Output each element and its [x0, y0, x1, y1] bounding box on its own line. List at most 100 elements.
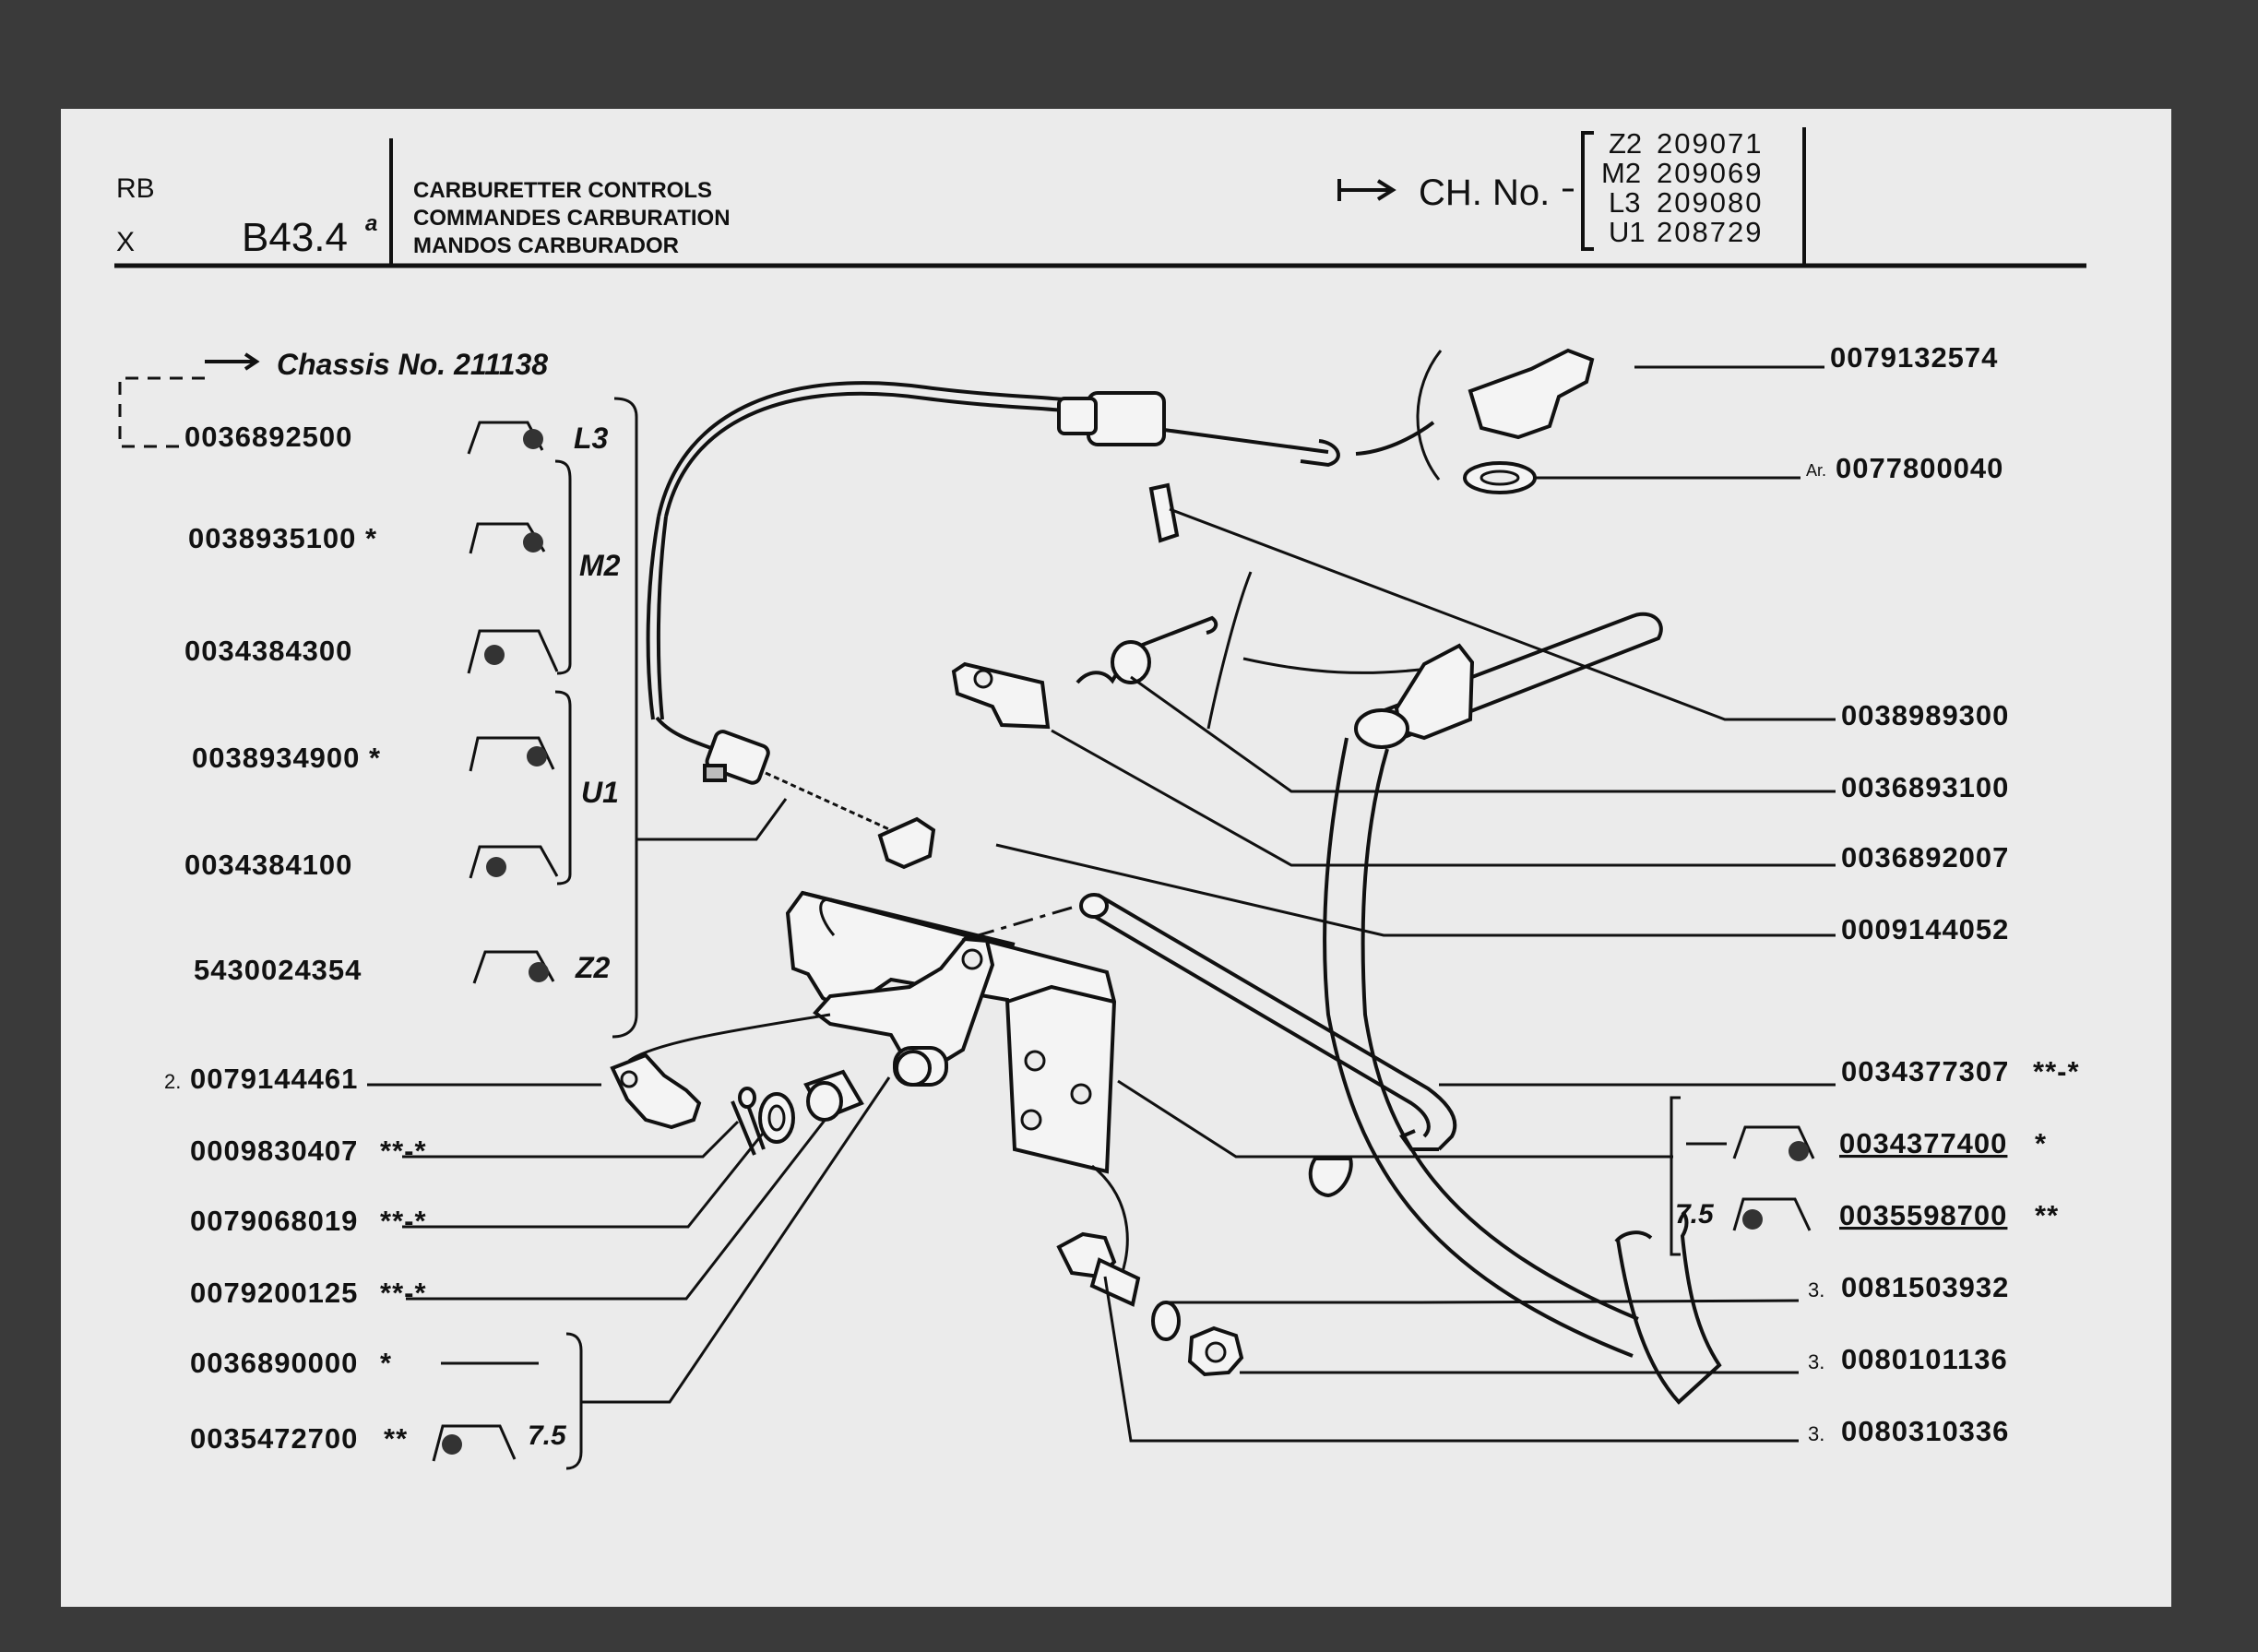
part-number: 0034384300 [184, 635, 352, 667]
chassis-note: Chassis No. 211138 [118, 348, 548, 448]
left-group: 0036892500 0038935100 * 0034384300 00389… [184, 397, 788, 1039]
chassis-model-z2: Z2 [1609, 127, 1642, 160]
part-number: 0038934900 * [192, 742, 381, 774]
catalog-page [61, 109, 2171, 1607]
part-number: 0079068019 [190, 1205, 358, 1237]
spring-bracket [951, 661, 1051, 730]
pedal-pad [1616, 1210, 1722, 1405]
part-suffix: **-* [380, 1205, 427, 1237]
chassis-number-z2: 209071 [1657, 127, 1763, 160]
arrow-icon [1337, 179, 1396, 201]
part-number: 0009830407 [190, 1135, 358, 1167]
page-suffix: a [365, 211, 377, 236]
chassis-number-m2: 209069 [1657, 157, 1763, 189]
throttle-cable-sheath [657, 381, 1091, 517]
cable-end-symbol [467, 421, 544, 455]
cable-adjuster [1087, 391, 1166, 446]
bolt-shank [1089, 1257, 1141, 1307]
cable-end-symbol [469, 522, 546, 554]
chassis-number-l3: 209080 [1657, 186, 1763, 219]
part-number: 0038989300 [1841, 699, 2009, 731]
part-number: 0036892007 [1841, 841, 2009, 874]
cable-end-symbol [467, 629, 559, 674]
cable-end-fitting [1468, 348, 1595, 440]
part-suffix: **-* [2033, 1055, 2080, 1087]
spring-washer [1151, 1301, 1181, 1341]
inner-cable [1163, 428, 1329, 454]
part-prefix: 3. [1808, 1278, 1824, 1301]
chassis-model-u1: U1 [1609, 216, 1646, 248]
header: RB X B43.4 a CARBURETTER CONTROLS COMMAN… [114, 127, 2086, 268]
chassis-number-u1: 208729 [1657, 216, 1763, 248]
plate-clip [1148, 482, 1180, 543]
part-prefix: 3. [1808, 1422, 1824, 1445]
part-prefix: 3. [1808, 1350, 1824, 1373]
bracket-right [1670, 1096, 1681, 1256]
part-number: 0035598700 [1839, 1199, 2007, 1231]
part-suffix: **-* [380, 1277, 427, 1309]
dashed-connector [118, 376, 205, 448]
cable-end-symbol [432, 1424, 517, 1462]
value-label: 7.5 [528, 1420, 567, 1451]
page-code: B43.4 [242, 215, 348, 260]
chassis-note-text: Chassis No. 211138 [277, 348, 548, 381]
ch-label: CH. No. [1419, 172, 1550, 213]
part-number: 0080101136 [1841, 1343, 2008, 1375]
chassis-list: Z2 209071 M2 209069 L3 209080 U1 208729 [1601, 127, 1763, 248]
bracket-m2 [554, 459, 572, 675]
cable-end-symbol [1732, 1125, 1815, 1161]
right-parts: 0079132574 Ar. 0077800040 0038989300 003… [995, 341, 2080, 1447]
part-number: 0079200125 [190, 1277, 358, 1309]
title-fr: COMMANDES CARBURATION [413, 206, 731, 231]
part-number: 0034384100 [184, 849, 352, 881]
left-parts: 2. 0079144461 0009830407 **-* 0079068019… [164, 1063, 891, 1470]
title-en: CARBURETTER CONTROLS [413, 178, 712, 203]
title-es: MANDOS CARBURADOR [413, 233, 679, 258]
part-number: 0079132574 [1830, 341, 1998, 374]
pedal-rod [1364, 612, 1663, 740]
part-number: 5430024354 [194, 954, 362, 986]
lever-end [610, 1052, 702, 1130]
chassis-model-l3: L3 [1609, 186, 1640, 219]
part-number: 0080310336 [1841, 1415, 2009, 1447]
code-left-top: RB [116, 173, 155, 204]
illustration [610, 348, 1722, 1405]
part-number: 0035472700 [190, 1422, 358, 1455]
model-label-m2: M2 [579, 549, 621, 582]
model-label-z2: Z2 [575, 951, 611, 984]
part-number: 0034377307 [1841, 1055, 2009, 1087]
cable-end-symbol [1732, 1197, 1812, 1231]
cable-end-symbol [472, 950, 555, 984]
part-number: 0079144461 [190, 1063, 358, 1095]
part-prefix: Ar. [1806, 461, 1826, 480]
part-number: 0077800040 [1836, 452, 2003, 484]
part-number: 0034377400 [1839, 1127, 2007, 1159]
part-number: 0009144052 [1841, 913, 2009, 945]
part-suffix: ** [384, 1422, 408, 1455]
part-suffix: **-* [380, 1135, 427, 1167]
cable-end-symbol [469, 845, 559, 879]
model-label-l3: L3 [574, 422, 609, 455]
value-label: 7.5 [1675, 1199, 1715, 1230]
bracket-main [612, 397, 638, 1039]
model-label-u1: U1 [581, 776, 619, 809]
cable-end-symbol [469, 736, 555, 772]
part-number: 0038935100 * [188, 522, 377, 554]
cable-clevis [877, 816, 936, 870]
bracket-bushing [565, 1332, 583, 1470]
return-tube [1096, 893, 1457, 1151]
part-number: 0081503932 [1841, 1271, 2009, 1303]
part-prefix: 2. [164, 1070, 181, 1093]
part-suffix: * [2035, 1127, 2047, 1159]
part-suffix: ** [2035, 1199, 2059, 1231]
part-number: 0036893100 [1841, 771, 2009, 803]
part-suffix: * [380, 1347, 392, 1379]
chassis-model-m2: M2 [1601, 157, 1641, 189]
part-number: 0036890000 [190, 1347, 358, 1379]
bracket-u1 [554, 690, 572, 885]
part-number: 0036892500 [184, 421, 352, 453]
chassis-bracket [1581, 131, 1594, 251]
code-left-bottom: X [116, 227, 135, 257]
